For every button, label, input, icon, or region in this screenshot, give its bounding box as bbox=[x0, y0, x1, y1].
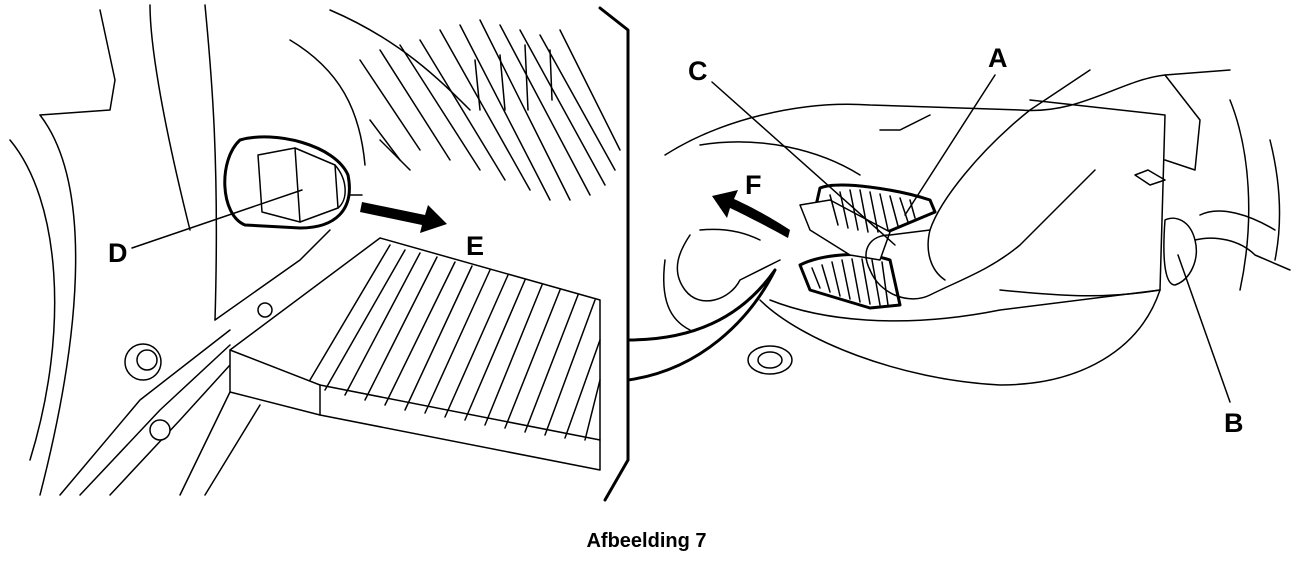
base-inner bbox=[769, 289, 1161, 322]
label-e: E bbox=[466, 231, 484, 261]
base-outline bbox=[759, 289, 1161, 386]
right-panel-overview bbox=[663, 69, 1291, 403]
left-hand-fingers bbox=[699, 228, 761, 241]
knob-outline bbox=[223, 135, 351, 230]
brush-support-1 bbox=[179, 391, 231, 496]
plate-edge-1 bbox=[59, 329, 231, 496]
lower-brush bbox=[179, 237, 601, 496]
arrow-f bbox=[712, 190, 790, 238]
body-outline-left bbox=[39, 114, 77, 496]
leader-a bbox=[904, 74, 996, 216]
bolt-tiny bbox=[257, 302, 273, 318]
right-arm-lower bbox=[869, 169, 1096, 300]
housing-inner bbox=[699, 141, 861, 176]
right-sleeve-cuff bbox=[927, 229, 946, 281]
label-c: C bbox=[688, 56, 708, 86]
leader-d bbox=[131, 189, 303, 249]
leader-c bbox=[711, 81, 896, 246]
label-b: B bbox=[1224, 408, 1244, 438]
figure-caption: Afbeelding 7 bbox=[586, 530, 707, 552]
bracket-b bbox=[1163, 217, 1197, 286]
leader-b bbox=[1177, 254, 1231, 403]
body-outline-inner bbox=[9, 139, 56, 461]
panel-divider bbox=[598, 6, 630, 502]
label-d: D bbox=[108, 238, 128, 268]
body-curve-1 bbox=[149, 4, 191, 231]
bolt-small bbox=[149, 419, 171, 441]
side-panel-top bbox=[1164, 74, 1201, 171]
side-panel bbox=[999, 99, 1166, 297]
body-curve-2 bbox=[204, 4, 218, 321]
brush-part-c bbox=[799, 199, 891, 261]
machine-rear-2 bbox=[1269, 139, 1281, 261]
knob-face bbox=[334, 164, 346, 209]
upper-bristles bbox=[289, 9, 621, 201]
brush-support-2 bbox=[204, 404, 261, 496]
knob-hex-edge bbox=[294, 147, 301, 223]
housing-slot bbox=[879, 114, 931, 131]
callout-connector bbox=[626, 268, 777, 382]
bolt-inner bbox=[136, 349, 158, 371]
left-panel-detail-view bbox=[9, 4, 630, 502]
side-panel-latch bbox=[1134, 169, 1166, 186]
body-outline-top bbox=[39, 9, 116, 116]
plate-edge-3 bbox=[109, 364, 231, 496]
left-hand bbox=[676, 234, 781, 302]
brush-tray bbox=[798, 183, 937, 310]
right-hand-b bbox=[1194, 237, 1291, 271]
right-arm-upper bbox=[865, 69, 1091, 271]
knob-d bbox=[223, 135, 363, 230]
label-a: A bbox=[988, 43, 1008, 73]
wheel-hub bbox=[757, 351, 783, 369]
left-arm bbox=[663, 259, 691, 331]
housing-top bbox=[664, 69, 1231, 156]
machine-rear bbox=[1229, 99, 1250, 291]
right-hand-b-top bbox=[1199, 210, 1276, 231]
arrow-e bbox=[360, 202, 447, 233]
label-f: F bbox=[745, 170, 762, 200]
plate-edge-2 bbox=[79, 344, 231, 496]
plate-edge-top bbox=[214, 229, 331, 321]
